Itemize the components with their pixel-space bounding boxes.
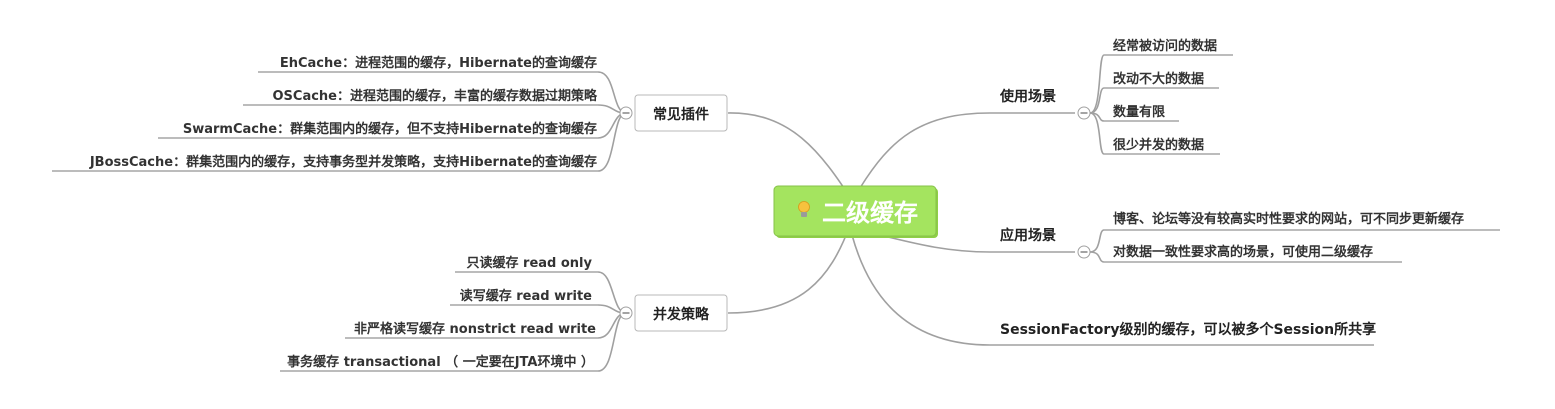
connector-app-1 xyxy=(1089,229,1105,253)
application-item[interactable]: 博客、论坛等没有较高实时性要求的网站，可不同步更新缓存 xyxy=(1113,211,1464,227)
collapse-toggle-plugins[interactable] xyxy=(619,106,633,120)
application-connectors xyxy=(1089,229,1500,263)
branch-session-label[interactable]: SessionFactory级别的缓存，可以被多个Session所共享 xyxy=(1000,321,1376,338)
branch-box[interactable] xyxy=(634,94,728,132)
connector-plugin-1 xyxy=(597,71,627,114)
concurrency-item[interactable]: 事务缓存 transactional （ 一定要在JTA环境中 ） xyxy=(287,354,594,370)
collapse-toggle-application[interactable] xyxy=(1077,245,1091,259)
connector-application xyxy=(879,234,1075,253)
branch-concurrency[interactable]: 并发策略 xyxy=(634,294,728,332)
connector-plugin-4 xyxy=(597,112,627,172)
usage-item[interactable]: 数量有限 xyxy=(1113,104,1166,120)
usage-connectors xyxy=(1089,54,1233,155)
branch-label: 并发策略 xyxy=(653,306,710,323)
root-node[interactable]: 二级缓存 xyxy=(773,185,938,238)
connector-conc-1 xyxy=(597,271,627,314)
concurrency-item[interactable]: 读写缓存 read write xyxy=(460,288,592,304)
root-node-box[interactable] xyxy=(773,185,937,237)
connector-usage-1 xyxy=(1089,54,1105,114)
plugin-item[interactable]: EhCache：进程范围的缓存，Hibernate的查询缓存 xyxy=(280,55,597,71)
connector-usage xyxy=(859,112,1075,189)
usage-item[interactable]: 改动不大的数据 xyxy=(1113,71,1204,87)
application-item[interactable]: 对数据一致性要求高的场景，可使用二级缓存 xyxy=(1113,244,1373,260)
usage-item[interactable]: 很少并发的数据 xyxy=(1113,137,1204,153)
connector-session xyxy=(851,234,1374,346)
connector-conc-4 xyxy=(597,312,627,372)
collapse-toggle-usage[interactable] xyxy=(1077,106,1091,120)
connector-app-2 xyxy=(1089,251,1105,263)
branch-box[interactable] xyxy=(634,294,728,332)
root-connectors xyxy=(727,112,1374,346)
plugin-item[interactable]: JBossCache：群集范围内的缓存，支持事务型并发策略，支持Hibernat… xyxy=(89,154,597,170)
plugin-item[interactable]: OSCache：进程范围的缓存，丰富的缓存数据过期策略 xyxy=(272,88,598,104)
plugin-item[interactable]: SwarmCache：群集范围内的缓存，但不支持Hibernate的查询缓存 xyxy=(183,121,597,137)
connector-concurrency xyxy=(727,224,851,314)
collapse-toggle-concurrency[interactable] xyxy=(619,306,633,320)
usage-item[interactable]: 经常被访问的数据 xyxy=(1113,38,1217,54)
connector-usage-4 xyxy=(1089,112,1105,155)
concurrency-item[interactable]: 只读缓存 read only xyxy=(467,255,593,271)
branch-application-label[interactable]: 应用场景 xyxy=(1000,227,1056,244)
concurrency-item[interactable]: 非严格读写缓存 nonstrict read write xyxy=(354,321,596,337)
branch-plugins[interactable]: 常见插件 xyxy=(634,94,728,132)
branch-label: 常见插件 xyxy=(653,106,709,123)
branch-usage-label[interactable]: 使用场景 xyxy=(999,88,1056,105)
lightbulb-icon xyxy=(798,201,810,217)
root-label: 二级缓存 xyxy=(822,199,918,227)
connector-usage-2 xyxy=(1089,87,1105,114)
